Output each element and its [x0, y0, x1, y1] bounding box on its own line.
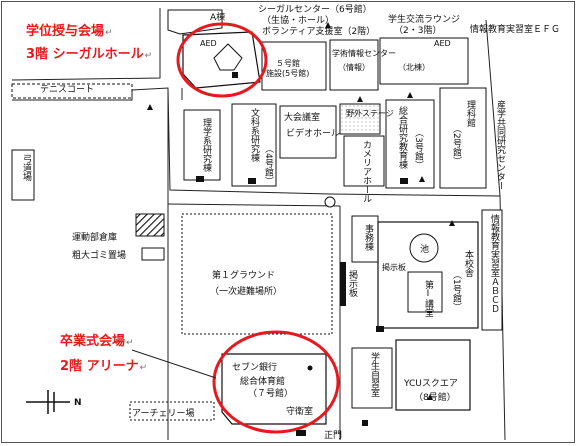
- degree-venue-circle: [176, 22, 268, 98]
- bldg5-label: ５号館: [276, 58, 300, 68]
- graduation-venue-callout: 卒業式会場↵: [60, 334, 134, 349]
- graduation-venue-line2: 2階 アリーナ: [60, 359, 139, 374]
- gym-label: 総合体育館: [240, 375, 285, 387]
- graduation-venue-callout-2: 2階 アリーナ↵: [60, 359, 148, 374]
- office-building: [351, 215, 379, 263]
- bldg5: [261, 41, 327, 91]
- tennis-court: [11, 83, 133, 99]
- tennis-label: テニスコート: [40, 84, 94, 95]
- ycu-sub-label: （8号館）: [414, 391, 456, 403]
- bldg5-sub-label: 施設(5号館): [266, 68, 309, 78]
- a-building: [167, 9, 223, 35]
- info-efg-label: 情報教育実習室ＥＦＧ: [470, 23, 560, 35]
- ycu-square-label: YCUスクエア: [403, 378, 458, 389]
- notice-vertical-label: 掲示板: [347, 270, 358, 298]
- camellia-label: カメリアホール: [361, 140, 372, 203]
- science-building: [439, 87, 487, 189]
- north-label: N: [74, 398, 82, 408]
- gym-sub-label: （７号館）: [248, 387, 293, 399]
- ground-label: 第１グラウンド: [212, 269, 275, 281]
- office-label: 事務棟: [363, 223, 374, 252]
- archery-field: [129, 401, 215, 421]
- study-room-building: [351, 347, 393, 409]
- degree-venue-callout: 学位授与会場↵: [26, 24, 113, 39]
- pond: [409, 233, 439, 263]
- north-arrow: [26, 390, 70, 414]
- degree-venue-line1: 学位授与会場: [26, 24, 105, 39]
- archery-label: アーチェリー場: [132, 407, 194, 419]
- ycu-square-building: [395, 339, 471, 411]
- main-gate-label: 正門: [324, 430, 342, 441]
- roundabout: [324, 196, 336, 208]
- sci-research-label: 理学系研究棟: [201, 118, 212, 173]
- north-building: [379, 37, 469, 85]
- auditorium-building: [279, 105, 337, 159]
- stage-area: [339, 103, 381, 135]
- research-building: [385, 99, 435, 189]
- study-room-label: 学生自習室: [369, 351, 380, 397]
- sports-storage: [135, 213, 165, 237]
- seagull-center-building: [182, 31, 261, 89]
- auditorium-label: 大会議室: [284, 111, 320, 123]
- kyudo-label: 弓道場: [21, 154, 32, 182]
- science-sub-label: （2号館）: [451, 124, 462, 166]
- volunteer-label: ボランティア支援室（2階）: [262, 25, 375, 37]
- symbols: [147, 22, 455, 426]
- aed-label-2: AED: [434, 39, 451, 48]
- student-lounge-label: 学生交流ラウンジ: [388, 13, 460, 25]
- graduation-venue-line1: 卒業式会場: [60, 334, 126, 349]
- lecture-hall-label: 第Ⅰ講堂: [423, 279, 434, 317]
- sports-storage-label: 運動部倉庫: [72, 231, 117, 243]
- seagull-sub-label: （生協・ホール）: [262, 14, 334, 26]
- notice-label: 掲示板: [382, 262, 406, 272]
- industry-center-label: 産学共同研究センター: [495, 99, 506, 190]
- info-center-building: [329, 39, 379, 91]
- aed-label-1: AED: [200, 39, 217, 48]
- info-center-label: 学術情報センター: [332, 48, 396, 58]
- seagull-center-label: シーガルセンター（6号館）: [258, 3, 372, 15]
- lecture-hall: [407, 271, 443, 313]
- liberal-research-label: 文科系研究棟: [249, 107, 260, 163]
- info-abcd-building: [481, 209, 503, 331]
- ground-sub-label: （一次避難場所）: [210, 285, 282, 297]
- camellia-hall-building: [343, 135, 385, 187]
- graduation-venue-circle: [212, 330, 340, 434]
- garbage-label: 粗大ゴミ置場: [72, 249, 126, 261]
- north-bldg-label: （北棟）: [398, 62, 430, 72]
- notice-board-left: [340, 262, 346, 306]
- science-label: 理科館: [465, 100, 476, 128]
- research-sub-label: （3号館）: [413, 128, 424, 170]
- degree-venue-callout-2: 3階 シーガルホール↵: [26, 47, 153, 62]
- info-abcd-label: 情報教育実習室ＡＢＣＤ: [489, 213, 500, 313]
- kyudo-building: [11, 149, 35, 201]
- guard-label: 守衛室: [286, 405, 313, 417]
- a-building-label: A棟: [210, 11, 225, 23]
- stage-label: 野外ステージ: [346, 108, 394, 118]
- research-label: 総合研究教育棟: [397, 105, 408, 170]
- gymnasium-building: [221, 353, 327, 425]
- seven-bank-label: セブン銀行: [232, 361, 277, 373]
- liberal-research-building: [231, 103, 277, 187]
- garbage-area: [141, 247, 165, 261]
- video-hall-label: ビデオホール: [286, 127, 340, 139]
- pond-label: 池: [420, 243, 429, 255]
- student-lounge-sub-label: （2・3階）: [394, 25, 441, 36]
- graduation-leader-line: [131, 349, 217, 379]
- gate-symbol: [296, 430, 306, 436]
- info-center-sub-label: （情報）: [338, 62, 370, 72]
- main-sub-label: （1号館）: [451, 270, 462, 312]
- main-bldg-label: 本校舎: [463, 249, 474, 278]
- degree-venue-line2: 3階 シーガルホール: [26, 47, 144, 62]
- liberal-sub-label: （4号館）: [263, 144, 274, 186]
